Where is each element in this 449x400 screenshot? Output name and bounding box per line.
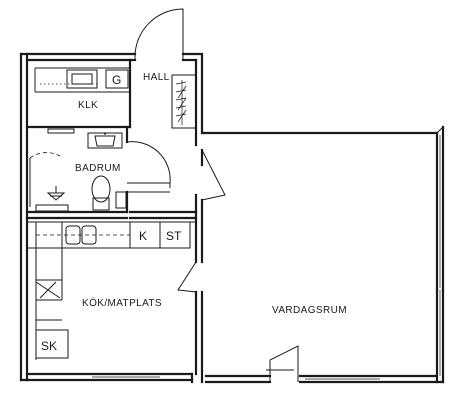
- kitchen-door: [177, 261, 197, 293]
- room-label-kitchenette: KLK: [78, 100, 98, 111]
- fixture-label-g: G: [112, 73, 121, 87]
- fixture-label-st: ST: [166, 229, 182, 243]
- fixture-label-sk: SK: [41, 339, 57, 353]
- balcony-door: [266, 345, 299, 382]
- kitchenette-fixtures: [34, 67, 130, 93]
- hall-wardrobe: [171, 74, 197, 129]
- room-label-kitchen: KÖK/MATPLATS: [82, 297, 162, 309]
- room-label-bathroom: BADRUM: [75, 163, 121, 174]
- windows: [92, 133, 444, 383]
- interior-walls: [25, 58, 204, 384]
- room-label-hall: HALL: [143, 72, 170, 83]
- entrance-door: [134, 8, 184, 60]
- fixture-label-k: K: [139, 229, 147, 243]
- bathroom-door: [126, 141, 171, 193]
- kitchenette-g-box: [105, 69, 129, 89]
- kitchen-fixtures: [27, 221, 196, 360]
- kitchen-sk-box: [35, 329, 69, 359]
- kitchen-st-box: [159, 221, 191, 249]
- bathroom-fixtures: [29, 128, 127, 212]
- living-room-door: [201, 149, 226, 201]
- room-label-living-room: VARDAGSRUM: [272, 305, 347, 316]
